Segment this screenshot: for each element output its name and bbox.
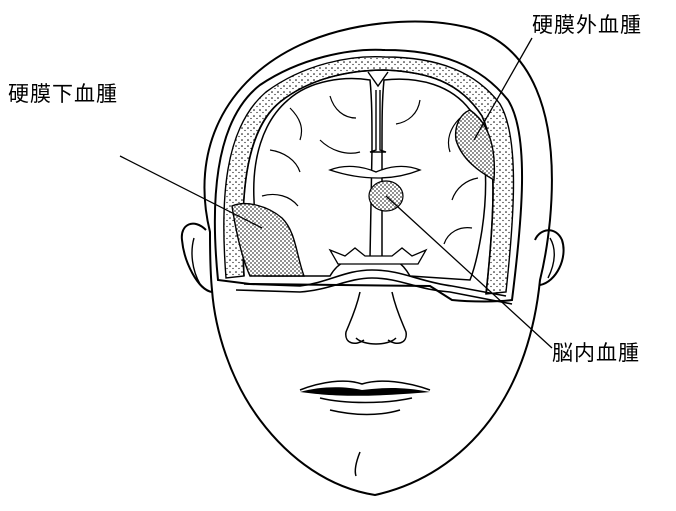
epidural-hematoma-label: 硬膜外血腫 xyxy=(532,9,642,39)
intracerebral-hematoma-label: 脳内血腫 xyxy=(552,337,640,367)
subdural-hematoma-label: 硬膜下血腫 xyxy=(8,78,118,108)
left-ear xyxy=(182,224,212,292)
